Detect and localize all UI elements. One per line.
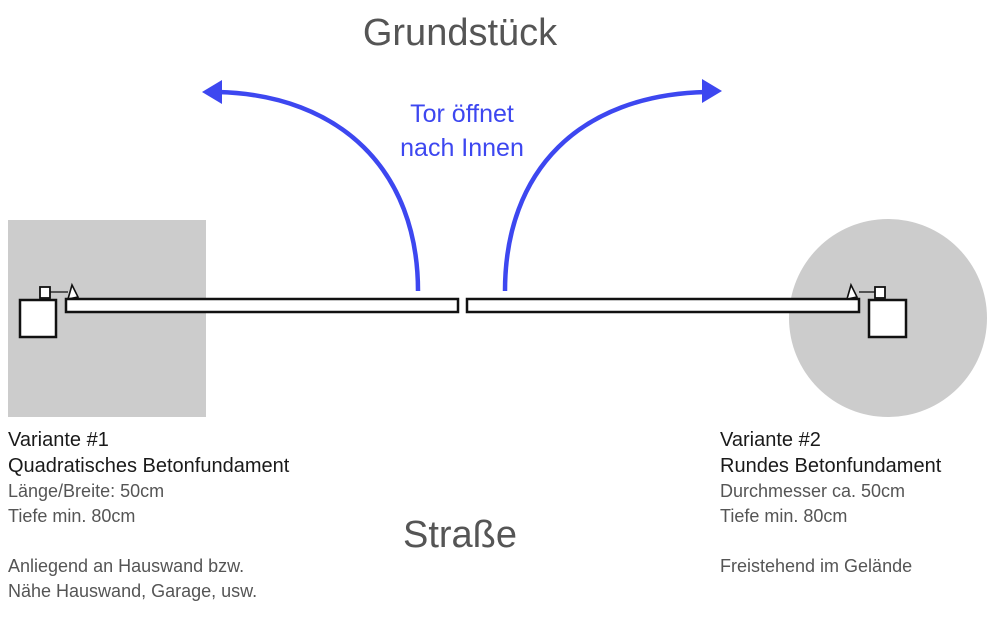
- right-hinge-block: [874, 286, 886, 299]
- left-gate-wing: [64, 297, 460, 314]
- variant-1-spec: Länge/Breite: 50cm: [8, 481, 165, 501]
- property-label: Grundstück: [362, 12, 558, 54]
- right-arrow-head-icon: [702, 79, 722, 103]
- variant-1-note: Nähe Hauswand, Garage, usw.: [8, 581, 258, 601]
- opening-hint-line-2: nach Innen: [400, 134, 524, 162]
- variant-1-spec: Tiefe min. 80cm: [8, 506, 136, 526]
- left-hinge-block: [39, 286, 51, 299]
- variant-2-subtitle: Rundes Betonfundament: [720, 455, 942, 477]
- variant-2-description: Variante #2 Rundes Betonfundament Durchm…: [720, 427, 941, 579]
- variant-1-subtitle: Quadratisches Betonfundament: [8, 455, 290, 477]
- opening-hint: Tor öffnet nach Innen: [342, 97, 582, 165]
- left-gate-post: [18, 298, 58, 339]
- right-opening-arrow: [502, 89, 707, 292]
- left-opening-arrow: [217, 89, 421, 292]
- variant-1-description: Variante #1 Quadratisches Betonfundament…: [8, 427, 289, 604]
- street-label: Straße: [402, 514, 518, 556]
- right-gate-post: [867, 298, 908, 339]
- variant-2-spec: Tiefe min. 80cm: [720, 506, 848, 526]
- right-hinge-bracket: [845, 282, 859, 301]
- right-gate-wing: [465, 297, 861, 314]
- variant-2-note: Freistehend im Gelände: [720, 556, 913, 576]
- left-arrow-head-icon: [202, 80, 222, 104]
- variant-1-note: Anliegend an Hauswand bzw.: [8, 556, 245, 576]
- variant-2-title: Variante #2: [720, 429, 821, 451]
- variant-1-title: Variante #1: [8, 429, 109, 451]
- opening-hint-line-1: Tor öffnet: [410, 100, 514, 128]
- variant-2-spec: Durchmesser ca. 50cm: [720, 481, 906, 501]
